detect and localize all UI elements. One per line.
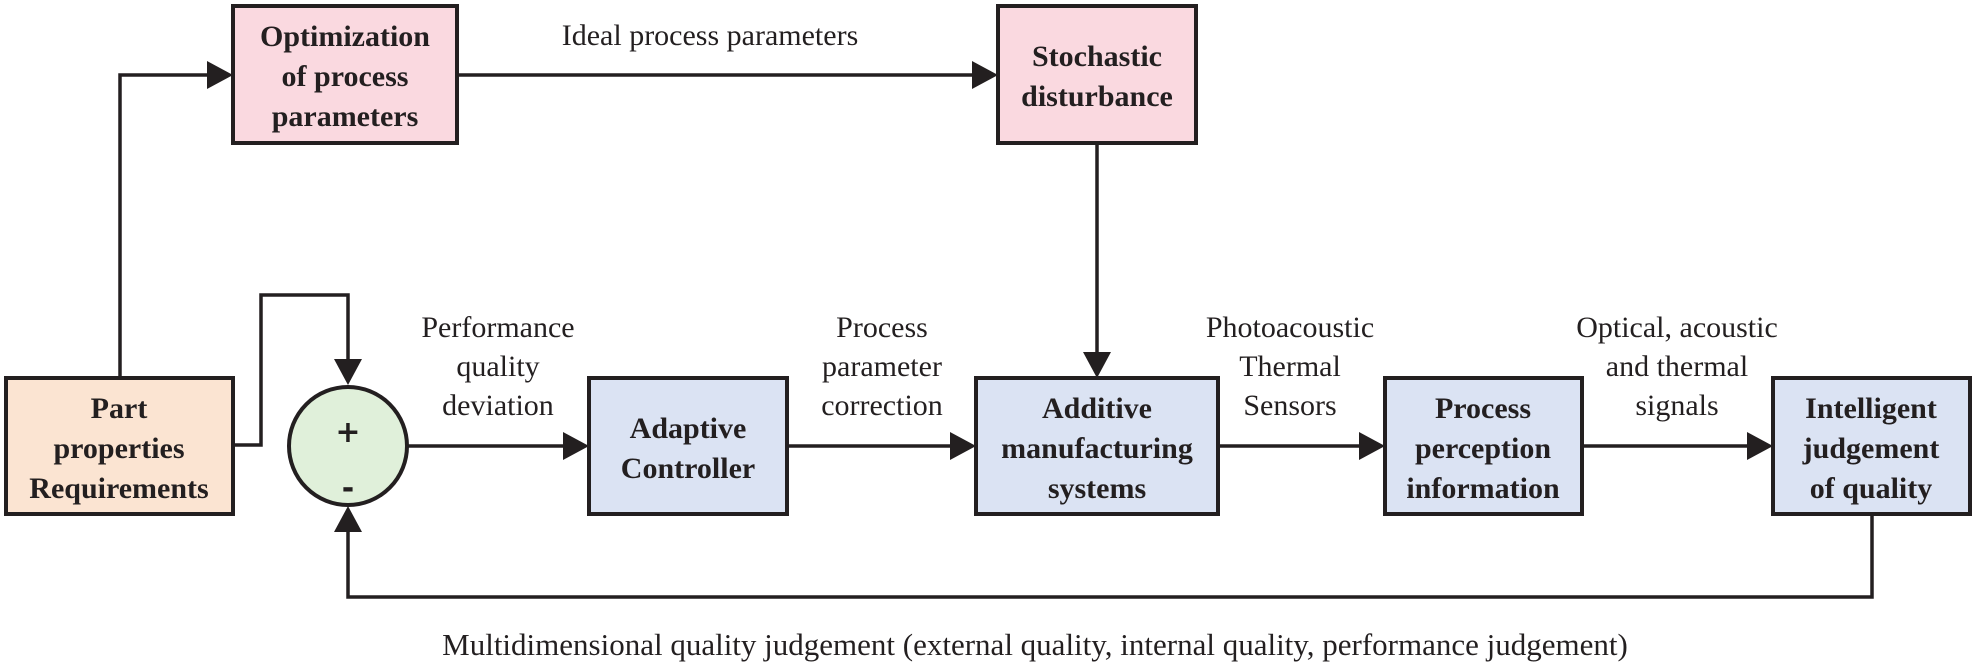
signals-label-line-2: and thermal <box>1606 350 1748 383</box>
process-perception-line-2: perception <box>1415 432 1551 465</box>
connectors <box>118 61 1874 599</box>
arrowhead-optimization <box>207 61 233 89</box>
arrowhead-intelligent <box>1747 432 1773 460</box>
additive-manufacturing-line-1: Additive <box>1042 392 1152 425</box>
node-adaptive-controller: Adaptive Controller <box>587 376 789 516</box>
process-perception-line-3: information <box>1406 472 1560 505</box>
optimization-box <box>231 4 459 145</box>
edge-requirements-to-optimization <box>118 73 212 378</box>
deviation-label-line-1: Performance <box>421 311 574 344</box>
arrowhead-sum-plus <box>334 359 362 385</box>
sensors-label-line-3: Sensors <box>1243 389 1336 422</box>
signals-label-line-3: signals <box>1635 389 1718 422</box>
additive-manufacturing-line-2: manufacturing <box>1001 432 1193 465</box>
sensors-label-line-1: Photoacoustic <box>1206 311 1374 344</box>
adaptive-controller-box <box>587 376 789 516</box>
edge-requirements-to-sum <box>233 293 350 447</box>
stochastic-line-2: disturbance <box>1021 80 1173 113</box>
correction-label-line-3: correction <box>821 389 943 422</box>
node-process-perception: Process perception information <box>1383 376 1584 516</box>
plus-sign: + <box>335 415 360 450</box>
correction-label-line-2: parameter <box>822 350 942 383</box>
process-perception-line-1: Process <box>1435 392 1531 425</box>
adaptive-controller-line-2: Controller <box>621 452 755 485</box>
intelligent-judgement-line-3: of quality <box>1810 472 1933 505</box>
edge-labels: Ideal process parameters Performance qua… <box>421 19 1777 662</box>
signals-label-line-1: Optical, acoustic <box>1576 311 1778 344</box>
process-perception-box <box>1383 376 1584 516</box>
edge-feedback <box>346 514 1874 599</box>
part-requirements-line-1: Part <box>91 392 148 425</box>
optimization-line-3: parameters <box>272 100 419 133</box>
stochastic-line-1: Stochastic <box>1032 40 1162 73</box>
adaptive-controller-line-1: Adaptive <box>630 412 747 445</box>
additive-manufacturing-box <box>974 376 1220 516</box>
arrowhead-perception <box>1359 432 1385 460</box>
deviation-label-line-2: quality <box>456 350 539 383</box>
node-optimization: Optimization of process parameters <box>231 4 459 145</box>
ideal-params-label: Ideal process parameters <box>562 19 859 52</box>
intelligent-judgement-line-2: judgement <box>1802 432 1940 465</box>
arrowhead-controller <box>563 432 589 460</box>
optimization-line-2: of process <box>282 60 409 93</box>
arrowhead-additive-top <box>1083 352 1111 378</box>
intelligent-judgement-box <box>1771 376 1972 516</box>
node-intelligent-judgement: Intelligent judgement of quality <box>1771 376 1972 516</box>
deviation-label-line-3: deviation <box>442 389 554 422</box>
node-stochastic: Stochastic disturbance <box>996 4 1198 145</box>
sensors-label-line-2: Thermal <box>1239 350 1341 383</box>
additive-manufacturing-line-3: systems <box>1048 472 1146 505</box>
summing-junction-circle <box>287 385 409 507</box>
node-part-requirements: Part properties Requirements <box>4 376 235 516</box>
optimization-line-1: Optimization <box>260 20 430 53</box>
feedback-caption: Multidimensional quality judgement (exte… <box>442 627 1628 662</box>
minus-sign: - <box>342 471 354 506</box>
arrowhead-additive <box>950 432 976 460</box>
stochastic-box <box>996 4 1198 145</box>
node-summing-junction: + - <box>287 385 409 507</box>
part-requirements-line-3: Requirements <box>29 472 208 505</box>
arrowhead-stochastic <box>972 61 998 89</box>
node-additive-manufacturing: Additive manufacturing systems <box>974 376 1220 516</box>
intelligent-judgement-line-1: Intelligent <box>1805 392 1937 425</box>
arrowhead-sum-minus <box>334 506 362 532</box>
part-requirements-line-2: properties <box>53 432 184 465</box>
correction-label-line-1: Process <box>836 311 928 344</box>
part-requirements-box <box>4 376 235 516</box>
